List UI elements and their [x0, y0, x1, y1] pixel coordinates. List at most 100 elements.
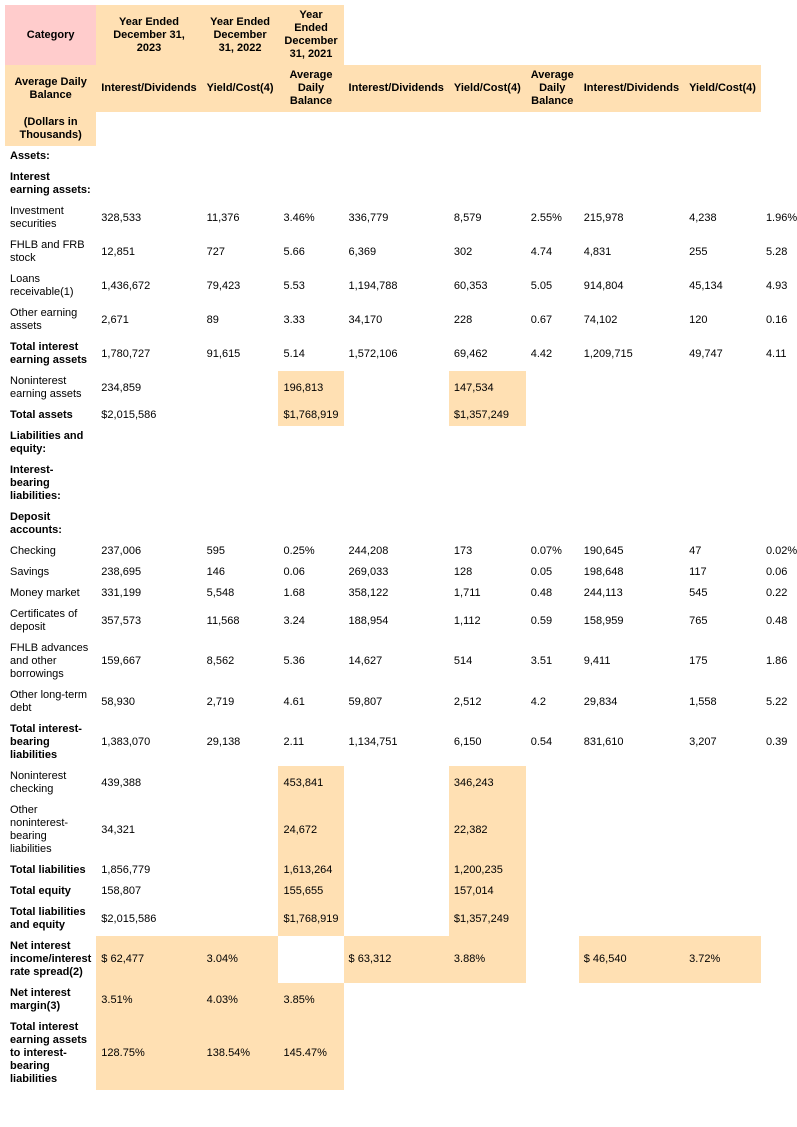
cell: 128	[453, 566, 473, 578]
table-row: Net interest margin(3) 3.51% 4.03% 3.85%	[5, 983, 797, 1017]
cell: $ 62,477	[96, 936, 202, 983]
cell: 34,321	[101, 823, 135, 836]
units-label: (Dollars in Thousands)	[5, 112, 97, 146]
row-label: Total interest earning assets	[10, 341, 88, 366]
cell: 4.93	[765, 279, 788, 292]
table-row: Investment securities 328,533 11,376 3.4…	[5, 201, 797, 235]
cell: 4.03%	[201, 983, 279, 1017]
cell: 4.42	[530, 347, 553, 360]
cell: 8,579	[453, 211, 482, 224]
cell: 117	[689, 566, 707, 578]
table-row: FHLB advances and other borrowings 159,6…	[5, 638, 797, 685]
section-row: Interest-bearing liabilities:	[5, 460, 797, 507]
cell: 138.54%	[201, 1017, 279, 1090]
table-row: Money market 331,199 5,548 1.68 358,122 …	[5, 583, 797, 604]
cell: 22,382	[448, 800, 526, 860]
cell: 0.22	[765, 587, 788, 599]
cell: 4.11	[765, 347, 787, 360]
row-label: Total assets	[10, 409, 73, 421]
cell: 765	[689, 614, 708, 627]
cell: 91,615	[206, 347, 241, 360]
cell: 5,548	[206, 587, 235, 599]
table-row: Other long-term debt 58,930 2,719 4.61 5…	[5, 685, 797, 719]
cell: 0.06	[765, 566, 788, 578]
cell: 1,436,672	[101, 279, 151, 292]
cell: 128.75%	[96, 1017, 202, 1090]
row-label: Total interest earning assets to interes…	[10, 1021, 88, 1085]
col-header: Yield/Cost(4)	[684, 65, 761, 112]
section-label: Liabilities and equity:	[10, 430, 84, 455]
cell: 4,831	[583, 245, 612, 258]
cell: 331,199	[101, 587, 142, 599]
section-row: Liabilities and equity:	[5, 426, 797, 460]
year-2021-header: Year Ended December 31, 2021	[278, 5, 344, 65]
cell: 0.16	[765, 313, 788, 326]
cell: 0.25%	[283, 545, 315, 557]
col-header: Interest/Dividends	[96, 65, 202, 112]
section-label: Interest-bearing liabilities:	[10, 464, 61, 502]
cell: $2,015,586	[101, 912, 157, 925]
cell: $2,015,586	[101, 409, 157, 421]
cell: 255	[689, 245, 708, 258]
cell: $1,768,919	[278, 405, 344, 426]
table-row: Loans receivable(1) 1,436,672 79,423 5.5…	[5, 269, 797, 303]
section-row: Interest earning assets:	[5, 167, 797, 201]
cell: 0.48	[765, 614, 788, 627]
cell: 120	[689, 313, 708, 326]
row-label: Noninterest checking	[10, 770, 67, 795]
cell: 0.67	[530, 313, 553, 326]
cell: 158,807	[101, 885, 142, 897]
cell: 0.54	[530, 736, 553, 748]
cell: 157,014	[448, 881, 526, 902]
cell: 3.04%	[201, 936, 279, 983]
category-header: Category	[5, 5, 97, 65]
row-label: Certificates of deposit	[10, 608, 78, 633]
cell: 12,851	[101, 245, 135, 258]
cell: 3.51	[530, 655, 553, 667]
cell: $ 63,312	[343, 936, 449, 983]
cell: 0.02%	[765, 545, 797, 557]
table-row: Total equity 158,807 155,655 157,014	[5, 881, 797, 902]
cell: 1,572,106	[348, 347, 398, 360]
cell: 158,959	[583, 614, 624, 627]
cell: 11,568	[206, 614, 240, 627]
col-header: Yield/Cost(4)	[201, 65, 279, 112]
col-header: Interest/Dividends	[343, 65, 449, 112]
cell: 1,194,788	[348, 279, 398, 292]
cell: 29,834	[583, 695, 618, 708]
table-row: Total interest earning assets 1,780,727 …	[5, 337, 797, 371]
cell: 147,534	[448, 371, 526, 405]
cell: 831,610	[583, 736, 624, 748]
cell: $1,768,919	[278, 902, 344, 936]
row-label: Savings	[10, 566, 50, 578]
cell: 1,558	[689, 695, 717, 708]
row-label: FHLB and FRB stock	[10, 239, 85, 264]
year-2023-header: Year Ended December 31, 2023	[96, 5, 202, 65]
average-balance-table: Category Year Ended December 31, 2023 Ye…	[5, 5, 797, 1090]
cell: 302	[453, 245, 473, 258]
cell: 453,841	[278, 766, 344, 800]
table-row: Noninterest earning assets 234,859 196,8…	[5, 371, 797, 405]
cell: 4.74	[530, 245, 553, 258]
table-row: Certificates of deposit 357,573 11,568 3…	[5, 604, 797, 638]
cell: 4.61	[283, 695, 305, 708]
row-label: Investment securities	[10, 205, 64, 230]
section-label: Assets:	[10, 150, 50, 162]
cell: 237,006	[101, 545, 142, 557]
cell: 5.22	[765, 695, 788, 708]
cell: $1,357,249	[448, 902, 526, 936]
row-label: Other noninterest-bearing liabilities	[10, 804, 69, 855]
cell: 3.72%	[684, 936, 761, 983]
units-row: (Dollars in Thousands)	[5, 112, 797, 146]
cell: 328,533	[101, 211, 142, 224]
cell: 0.39	[765, 736, 788, 748]
row-label: Other earning assets	[10, 307, 78, 332]
table-row: Net interest income/interest rate spread…	[5, 936, 797, 983]
cell: 49,747	[689, 347, 723, 360]
cell: 1,200,235	[448, 860, 526, 881]
cell: 188,954	[348, 614, 389, 627]
cell: 60,353	[453, 279, 488, 292]
cell: 3.51%	[96, 983, 202, 1017]
row-label: Net interest income/interest rate spread…	[10, 940, 92, 978]
row-label: Noninterest earning assets	[10, 375, 82, 400]
